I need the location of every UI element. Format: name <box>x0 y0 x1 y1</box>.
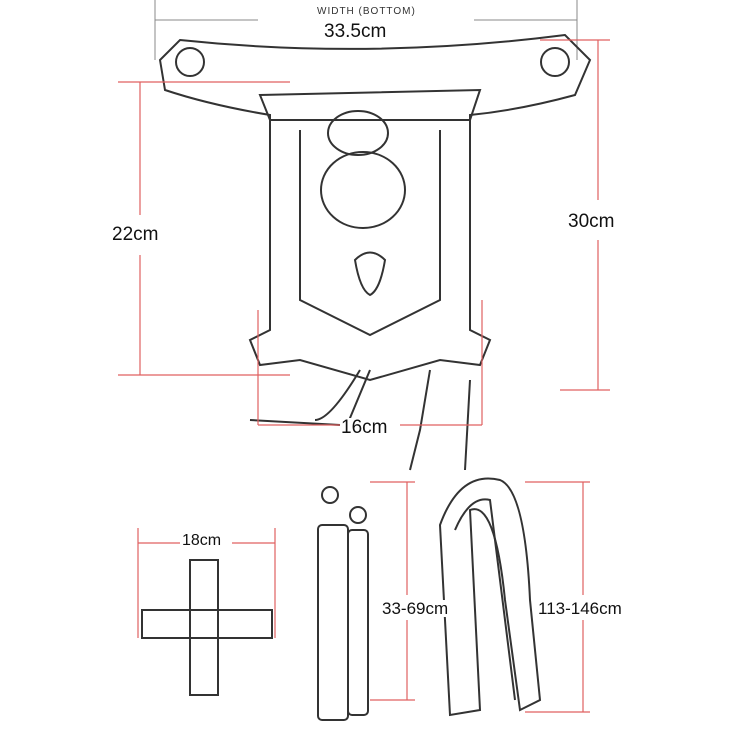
width-caption: WIDTH (BOTTOM) <box>317 6 416 17</box>
short-strap-length-label: 33-69cm <box>382 599 449 618</box>
dimension-lines <box>118 39 610 713</box>
bottom-width-label: 16cm <box>341 417 388 438</box>
total-height-label: 30cm <box>568 211 615 232</box>
belt-loop-width-label: 18cm <box>182 532 222 549</box>
belt-loop-sketch <box>141 559 273 696</box>
short-strap-sketch <box>317 486 369 721</box>
width-label: 33.5cm <box>324 21 387 42</box>
long-strap-length-label: 113-146cm <box>538 599 622 618</box>
long-strap-sketch <box>438 477 542 717</box>
width-dimension-lines <box>154 0 578 60</box>
inner-height-label: 22cm <box>112 224 159 245</box>
bag-sketch <box>158 33 592 471</box>
